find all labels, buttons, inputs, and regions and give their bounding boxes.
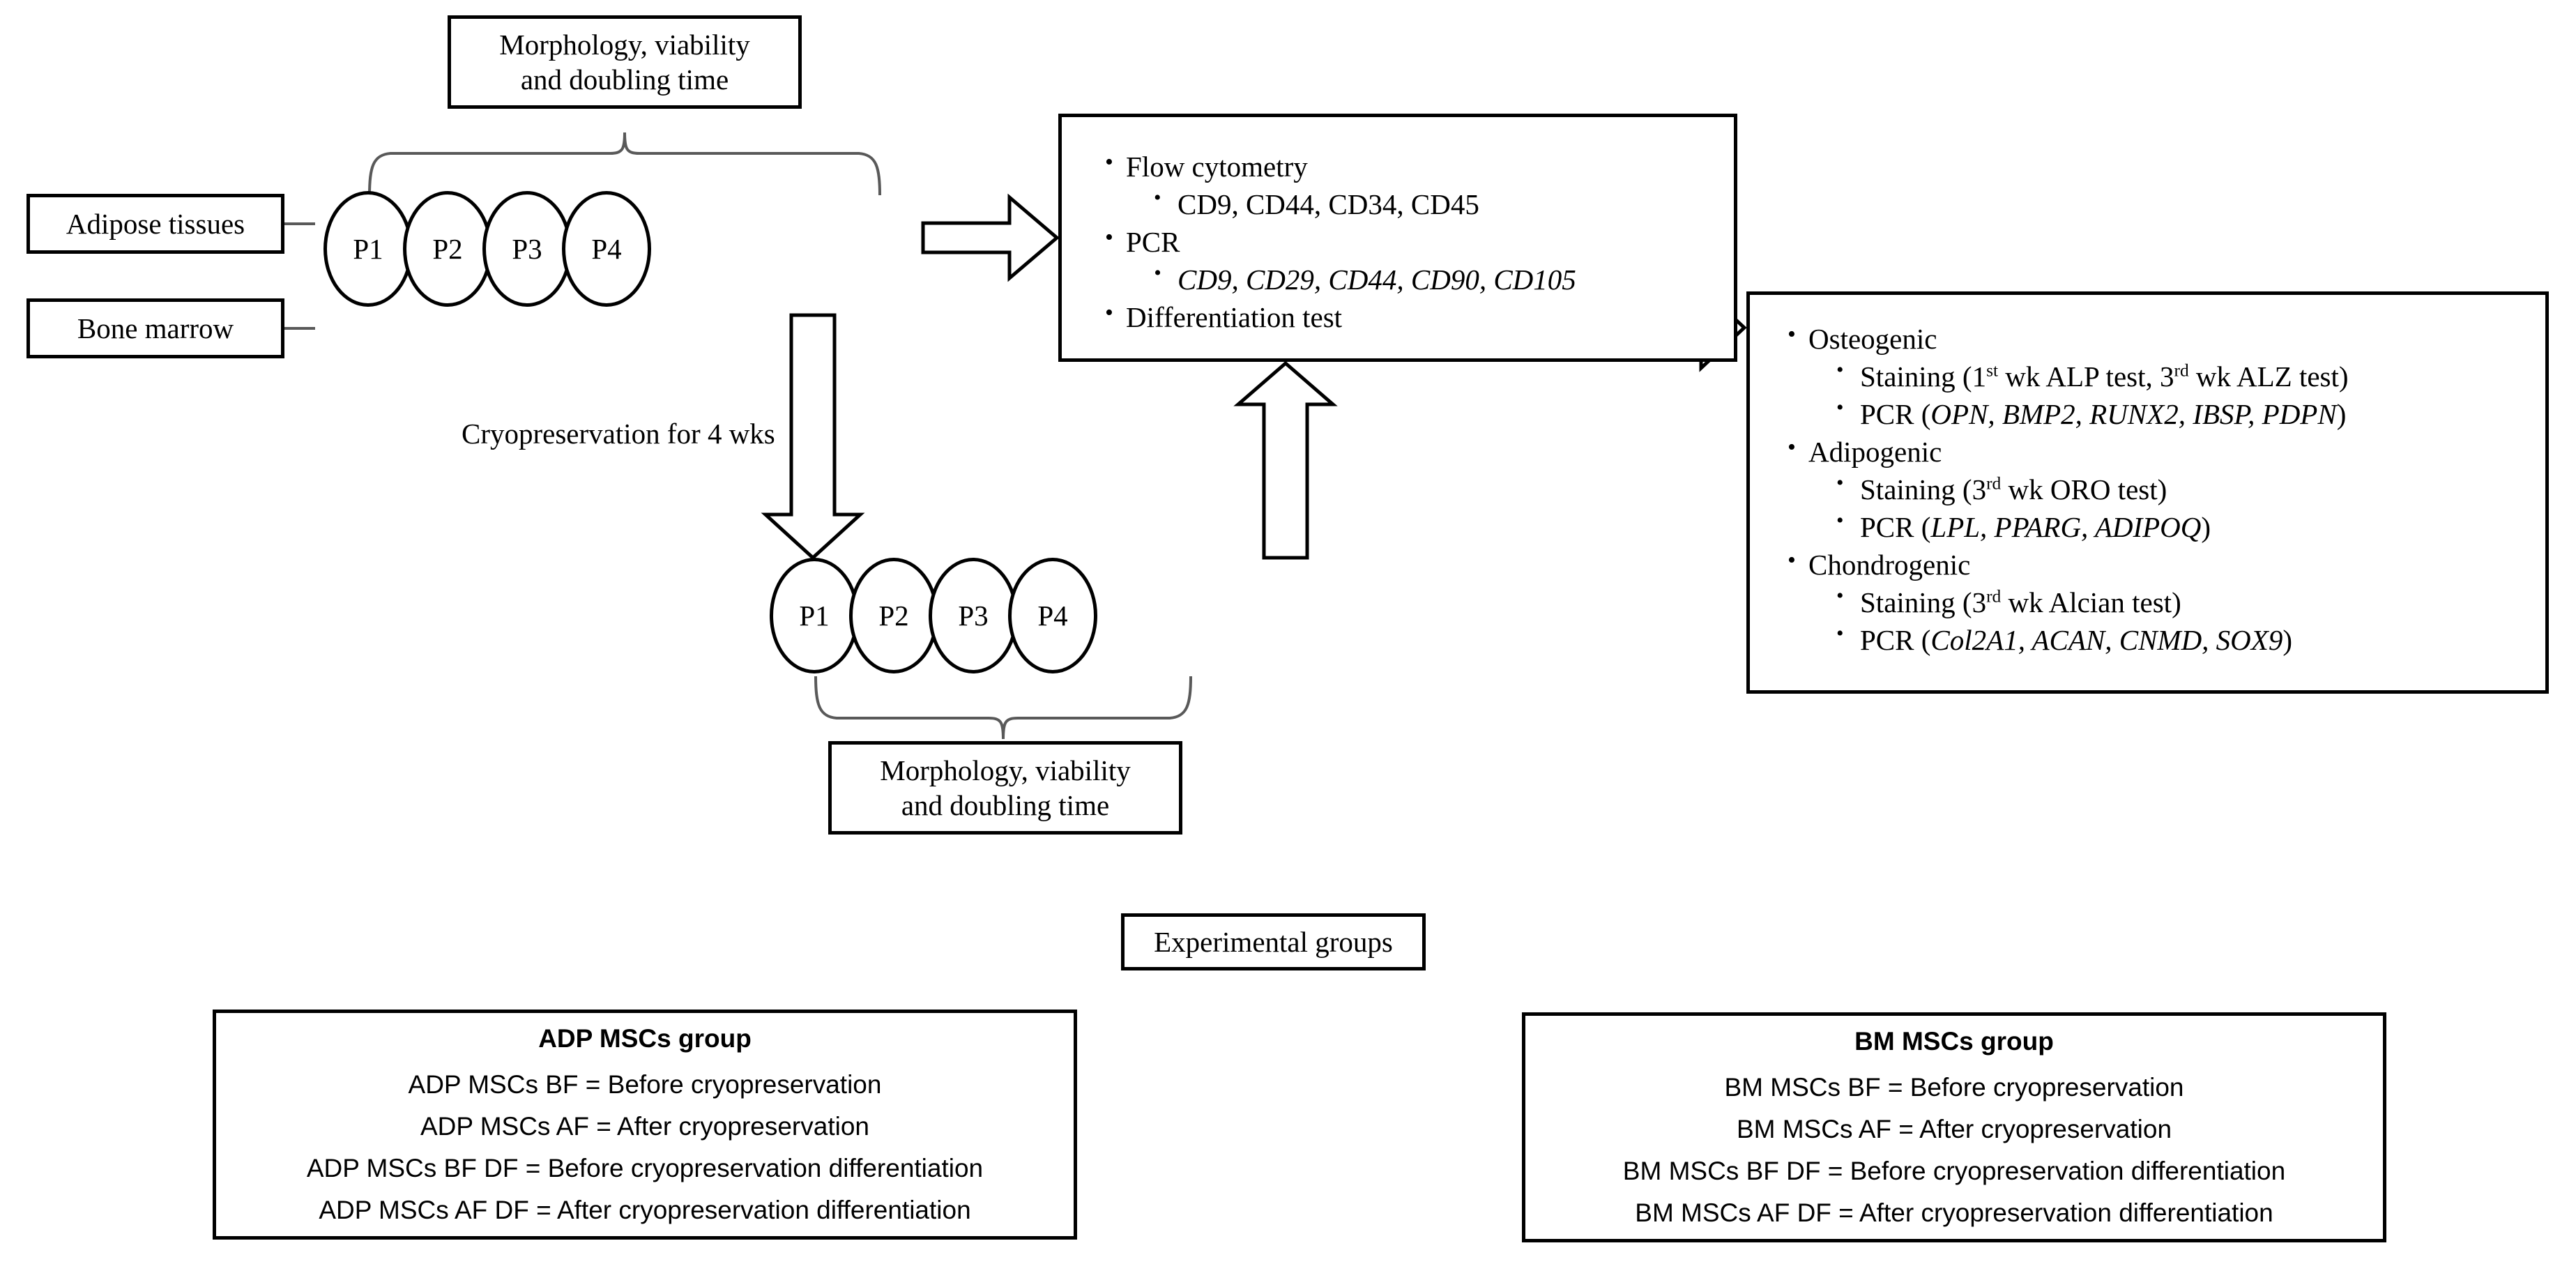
diff-text: wk ORO test) — [2001, 473, 2167, 506]
diff-sup: rd — [1986, 473, 2002, 494]
bm-group-line-bf-df: BM MSCs BF DF = Before cryopreservation … — [1622, 1156, 2286, 1185]
assay-list: Flow cytometry CD9, CD44, CD34, CD45 PCR… — [1102, 148, 1576, 337]
morphology-top-line2: and doubling time — [520, 63, 729, 96]
cryopreservation-label: Cryopreservation for 4 wks — [462, 418, 775, 450]
passage-row-bottom: P1 P2 P3 P4 — [770, 558, 1097, 673]
curly-brace-bottom — [814, 676, 1192, 740]
adp-group-line-af-df: ADP MSCs AF DF = After cryopreservation … — [319, 1195, 971, 1224]
morphology-box-top: Morphology, viability and doubling time — [448, 15, 802, 109]
diff-text: PCR ( — [1860, 398, 1931, 431]
diff-osteogenic-staining: Staining (1st wk ALP test, 3rd wk ALZ te… — [1785, 358, 2349, 394]
experimental-groups-label: Experimental groups — [1154, 925, 1393, 958]
passage-row-top: P1 P2 P3 P4 — [323, 191, 651, 307]
passage-node-p3-bottom: P3 — [929, 558, 1018, 673]
diff-adipogenic-staining: Staining (3rd wk ORO test) — [1785, 471, 2349, 507]
source-box-bone-marrow: Bone marrow — [26, 298, 284, 358]
bm-group-line-af: BM MSCs AF = After cryopreservation — [1736, 1115, 2172, 1144]
diff-text: wk ALZ test) — [2188, 360, 2349, 393]
passage-node-p1-top: P1 — [323, 191, 413, 307]
source-label-bone-marrow: Bone marrow — [77, 312, 234, 344]
diff-text: wk ALP test, 3 — [1998, 360, 2174, 393]
morphology-bottom-line2: and doubling time — [901, 789, 1110, 821]
diff-chondrogenic-staining: Staining (3rd wk Alcian test) — [1785, 584, 2349, 620]
assay-item-differentiation-test: Differentiation test — [1102, 298, 1576, 335]
morphology-bottom-line1: Morphology, viability — [880, 754, 1131, 786]
diff-text: ) — [2201, 511, 2211, 544]
adp-msc-group-box: ADP MSCs group ADP MSCs BF = Before cryo… — [213, 1010, 1077, 1240]
diff-text: wk Alcian test) — [2001, 586, 2181, 619]
passage-node-p4-bottom: P4 — [1008, 558, 1097, 673]
arrow-passages-bottom-to-assay — [1233, 360, 1338, 560]
morphology-box-bottom: Morphology, viability and doubling time — [828, 741, 1182, 835]
diff-group-adipogenic: Adipogenic — [1785, 433, 2349, 469]
diff-text: Staining (3 — [1860, 586, 1987, 619]
diff-text: PCR ( — [1860, 511, 1931, 544]
arrow-passages-to-assay — [921, 193, 1060, 282]
morphology-top-line1: Morphology, viability — [499, 28, 750, 61]
arrow-cryopreservation-down — [761, 313, 865, 561]
passage-node-p2-top: P2 — [403, 191, 492, 307]
assay-item-flow-markers: CD9, CD44, CD34, CD45 — [1102, 185, 1576, 222]
diff-group-chondrogenic: Chondrogenic — [1785, 546, 2349, 582]
assay-item-pcr: PCR — [1102, 223, 1576, 259]
diff-osteogenic-pcr: PCR (OPN, BMP2, RUNX2, IBSP, PDPN) — [1785, 395, 2349, 432]
diff-genes: OPN, BMP2, RUNX2, IBSP, PDPN — [1930, 398, 2337, 431]
diff-text: ) — [2336, 398, 2347, 431]
adp-group-line-bf: ADP MSCs BF = Before cryopreservation — [408, 1070, 882, 1099]
diff-sup: rd — [2174, 360, 2189, 381]
adp-group-line-af: ADP MSCs AF = After cryopreservation — [420, 1112, 869, 1141]
diff-genes: LPL, PPARG, ADIPOQ — [1930, 511, 2202, 544]
differentiation-panel: Osteogenic Staining (1st wk ALP test, 3r… — [1746, 291, 2549, 694]
diff-adipogenic-pcr: PCR (LPL, PPARG, ADIPOQ) — [1785, 508, 2349, 545]
diff-genes: Col2A1, ACAN, CNMD, SOX9 — [1930, 624, 2283, 657]
experimental-groups-box: Experimental groups — [1121, 913, 1426, 970]
diff-sup: rd — [1986, 586, 2002, 607]
passage-node-p1-bottom: P1 — [770, 558, 859, 673]
assay-panel: Flow cytometry CD9, CD44, CD34, CD45 PCR… — [1058, 114, 1737, 362]
bm-group-line-af-df: BM MSCs AF DF = After cryopreservation d… — [1635, 1198, 2273, 1227]
diff-sup: st — [1986, 360, 1999, 381]
passage-node-p2-bottom: P2 — [849, 558, 938, 673]
bm-msc-group-box: BM MSCs group BM MSCs BF = Before cryopr… — [1522, 1012, 2386, 1242]
adp-group-line-bf-df: ADP MSCs BF DF = Before cryopreservation… — [306, 1153, 984, 1182]
source-label-adipose: Adipose tissues — [66, 207, 245, 240]
passage-node-p3-top: P3 — [482, 191, 572, 307]
diff-group-osteogenic: Osteogenic — [1785, 320, 2349, 356]
diff-text: PCR ( — [1860, 624, 1931, 657]
diff-text: Staining (3 — [1860, 473, 1987, 506]
curly-brace-top — [368, 132, 881, 196]
differentiation-list: Osteogenic Staining (1st wk ALP test, 3r… — [1785, 320, 2349, 660]
assay-item-pcr-genes: CD9, CD29, CD44, CD90, CD105 — [1102, 261, 1576, 297]
diff-text: ) — [2282, 624, 2292, 657]
passage-node-p4-top: P4 — [562, 191, 651, 307]
bm-group-line-bf: BM MSCs BF = Before cryopreservation — [1724, 1073, 2184, 1102]
bm-group-title: BM MSCs group — [1854, 1027, 2054, 1056]
adp-group-title: ADP MSCs group — [538, 1024, 752, 1053]
diff-text: Staining (1 — [1860, 360, 1987, 393]
assay-item-flow-cytometry: Flow cytometry — [1102, 148, 1576, 184]
diff-chondrogenic-pcr: PCR (Col2A1, ACAN, CNMD, SOX9) — [1785, 621, 2349, 657]
source-box-adipose: Adipose tissues — [26, 194, 284, 254]
